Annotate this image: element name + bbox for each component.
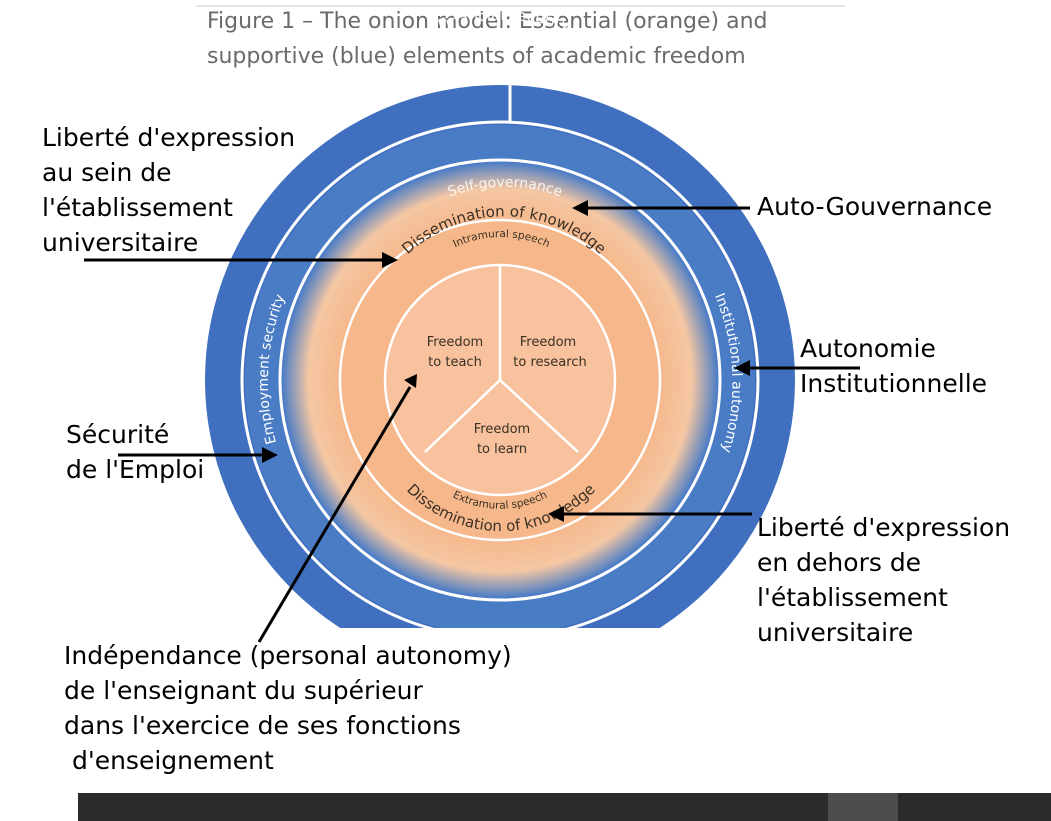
arrow-employment-head <box>262 447 278 463</box>
core-teach-line2: to teach <box>428 355 482 370</box>
annotation-independence-line3: dans l'exercice de ses fonctions <box>64 711 461 740</box>
core-divider-right <box>499 379 579 453</box>
core-divider-left <box>424 379 501 453</box>
annotation-extramural-line3: l'établissement <box>757 583 948 612</box>
annotation-employment-line1: Sécurité <box>66 420 169 449</box>
annotation-independence-line2: de l'enseignant du supérieur <box>64 676 423 705</box>
middle-ring-boundary <box>278 158 722 602</box>
annotation-independence: Indépendance (personal autonomy) de l'en… <box>64 641 512 775</box>
annotation-extramural: Liberté d'expression en dehors de l'étab… <box>757 513 1010 647</box>
core-teach-line1: Freedom <box>427 335 483 350</box>
onion-diagram: Financial security Employment security I… <box>205 6 795 675</box>
annotation-intramural-line3: l'établissement <box>42 193 233 222</box>
annotation-institutional-line2: Institutionnelle <box>800 369 987 398</box>
bottom-dark-bar <box>78 793 828 821</box>
annotation-intramural: Liberté d'expression au sein de l'établi… <box>42 123 295 257</box>
annotation-independence-line1: Indépendance (personal autonomy) <box>64 641 512 670</box>
arrow-independence-head <box>404 374 417 388</box>
core-research-line2: to research <box>513 355 586 370</box>
bottom-dark-bar-segment <box>828 793 898 821</box>
annotation-employment-line2: de l'Emploi <box>66 455 204 484</box>
figure-title-line2: supportive (blue) elements of academic f… <box>207 44 746 69</box>
annotation-intramural-line4: universitaire <box>42 228 198 257</box>
annotation-institutional-line1: Autonomie <box>800 334 936 363</box>
annotation-extramural-line2: en dehors de <box>757 548 921 577</box>
annotation-arrows <box>84 200 860 643</box>
inner-ring-boundary <box>338 218 662 542</box>
bottom-dark-bar-end <box>898 793 1051 821</box>
bottom-crop-mask <box>60 628 760 821</box>
figure-title-line1: Figure 1 – The onion model: Essential (o… <box>207 9 767 34</box>
annotation-intramural-line1: Liberté d'expression <box>42 123 295 152</box>
annotation-extramural-line1: Liberté d'expression <box>757 513 1010 542</box>
annotation-independence-line4: d'enseignement <box>64 746 274 775</box>
annotation-employment: Sécurité de l'Emploi <box>66 420 204 484</box>
annotation-self-governance: Auto-Gouvernance <box>757 192 992 221</box>
annotation-self-governance-line1: Auto-Gouvernance <box>757 192 992 221</box>
core-learn-line1: Freedom <box>474 422 530 437</box>
core-learn-line2: to learn <box>477 442 527 457</box>
core-research-line1: Freedom <box>520 335 576 350</box>
arrow-intramural-head <box>382 252 398 268</box>
arrow-extramural-head <box>548 506 564 522</box>
arrow-independence-line <box>257 386 412 643</box>
annotation-intramural-line2: au sein de <box>42 158 172 187</box>
arrow-self-governance-head <box>572 200 588 216</box>
annotation-extramural-line4: universitaire <box>757 618 913 647</box>
arrow-institutional-head <box>734 360 750 376</box>
annotation-institutional: Autonomie Institutionnelle <box>800 334 987 398</box>
